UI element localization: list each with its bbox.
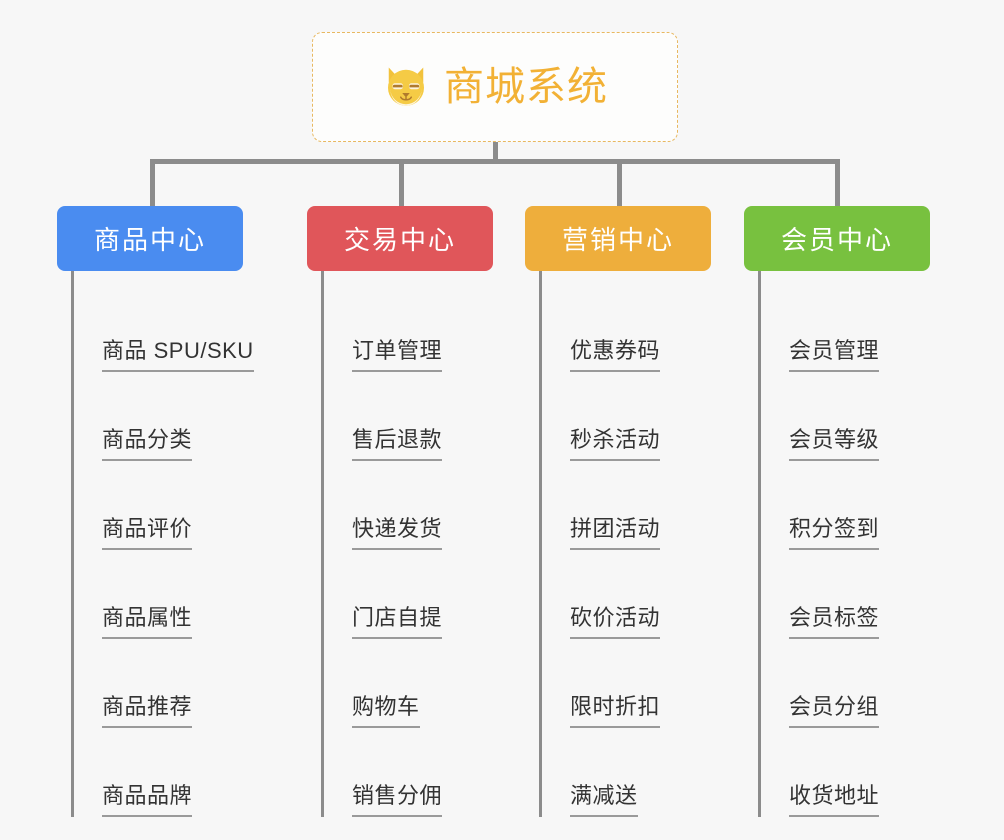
connector-drop-member-center xyxy=(835,159,840,206)
list-item[interactable]: 售后退款 xyxy=(324,372,557,461)
connector-root-stem xyxy=(493,142,498,162)
leaf-label: 商品属性 xyxy=(102,605,193,639)
branch-header-product-center[interactable]: 商品中心 xyxy=(57,206,243,271)
list-item[interactable]: 商品品牌 xyxy=(74,728,307,817)
connector-drop-marketing-center xyxy=(617,159,622,206)
leaf-label: 优惠券码 xyxy=(570,338,661,372)
list-item[interactable]: 商品推荐 xyxy=(74,639,307,728)
shiba-dog-icon xyxy=(388,67,424,107)
leaf-label: 积分签到 xyxy=(789,516,880,550)
list-item[interactable]: 会员管理 xyxy=(761,283,994,372)
leaf-label: 商品分类 xyxy=(102,427,193,461)
root-node[interactable]: 商城系统 xyxy=(312,32,678,142)
leaf-list-marketing-center: 优惠券码 秒杀活动 拼团活动 砍价活动 限时折扣 满减送 xyxy=(539,271,775,817)
leaf-label: 收货地址 xyxy=(789,783,880,817)
leaf-label: 会员分组 xyxy=(789,694,880,728)
leaf-label: 购物车 xyxy=(352,694,420,728)
list-item[interactable]: 销售分佣 xyxy=(324,728,557,817)
leaf-label: 门店自提 xyxy=(352,605,443,639)
leaf-label: 会员标签 xyxy=(789,605,880,639)
list-item[interactable]: 会员等级 xyxy=(761,372,994,461)
root-title: 商城系统 xyxy=(444,65,608,109)
leaf-label: 商品 SPU/SKU xyxy=(102,338,254,372)
list-item[interactable]: 限时折扣 xyxy=(542,639,775,728)
list-item[interactable]: 门店自提 xyxy=(324,550,557,639)
list-item[interactable]: 秒杀活动 xyxy=(542,372,775,461)
list-item[interactable]: 商品分类 xyxy=(74,372,307,461)
list-item[interactable]: 购物车 xyxy=(324,639,557,728)
connector-drop-product-center xyxy=(150,159,155,206)
list-item[interactable]: 收货地址 xyxy=(761,728,994,817)
connector-drop-trade-center xyxy=(399,159,404,206)
leaf-label: 销售分佣 xyxy=(352,783,443,817)
list-item[interactable]: 会员标签 xyxy=(761,550,994,639)
leaf-label: 快递发货 xyxy=(352,516,443,550)
branch-header-trade-center[interactable]: 交易中心 xyxy=(307,206,493,271)
leaf-label: 砍价活动 xyxy=(570,605,661,639)
leaf-list-trade-center: 订单管理 售后退款 快递发货 门店自提 购物车 销售分佣 xyxy=(321,271,557,817)
list-item[interactable]: 砍价活动 xyxy=(542,550,775,639)
leaf-label: 秒杀活动 xyxy=(570,427,661,461)
leaf-label: 拼团活动 xyxy=(570,516,661,550)
list-item[interactable]: 会员分组 xyxy=(761,639,994,728)
leaf-label: 满减送 xyxy=(570,783,638,817)
leaf-label: 商品评价 xyxy=(102,516,193,550)
branch-marketing-center: 营销中心 优惠券码 秒杀活动 拼团活动 砍价活动 限时折扣 满减送 xyxy=(525,206,775,833)
leaf-label: 会员管理 xyxy=(789,338,880,372)
leaf-list-member-center: 会员管理 会员等级 积分签到 会员标签 会员分组 收货地址 xyxy=(758,271,994,817)
branch-trade-center: 交易中心 订单管理 售后退款 快递发货 门店自提 购物车 销售分佣 xyxy=(307,206,557,833)
list-item[interactable]: 订单管理 xyxy=(324,283,557,372)
branch-product-center: 商品中心 商品 SPU/SKU 商品分类 商品评价 商品属性 商品推荐 商品品牌 xyxy=(57,206,307,833)
list-item[interactable]: 快递发货 xyxy=(324,461,557,550)
connector-horizontal-bus xyxy=(150,159,840,164)
leaf-list-product-center: 商品 SPU/SKU 商品分类 商品评价 商品属性 商品推荐 商品品牌 xyxy=(71,271,307,817)
leaf-label: 限时折扣 xyxy=(570,694,661,728)
branch-header-member-center[interactable]: 会员中心 xyxy=(744,206,930,271)
leaf-label: 商品推荐 xyxy=(102,694,193,728)
leaf-label: 商品品牌 xyxy=(102,783,193,817)
list-item[interactable]: 商品 SPU/SKU xyxy=(74,283,307,372)
list-item[interactable]: 优惠券码 xyxy=(542,283,775,372)
leaf-label: 售后退款 xyxy=(352,427,443,461)
list-item[interactable]: 拼团活动 xyxy=(542,461,775,550)
branch-member-center: 会员中心 会员管理 会员等级 积分签到 会员标签 会员分组 收货地址 xyxy=(744,206,994,833)
leaf-label: 会员等级 xyxy=(789,427,880,461)
branch-header-marketing-center[interactable]: 营销中心 xyxy=(525,206,711,271)
list-item[interactable]: 积分签到 xyxy=(761,461,994,550)
list-item[interactable]: 商品属性 xyxy=(74,550,307,639)
leaf-label: 订单管理 xyxy=(352,338,443,372)
list-item[interactable]: 满减送 xyxy=(542,728,775,817)
list-item[interactable]: 商品评价 xyxy=(74,461,307,550)
